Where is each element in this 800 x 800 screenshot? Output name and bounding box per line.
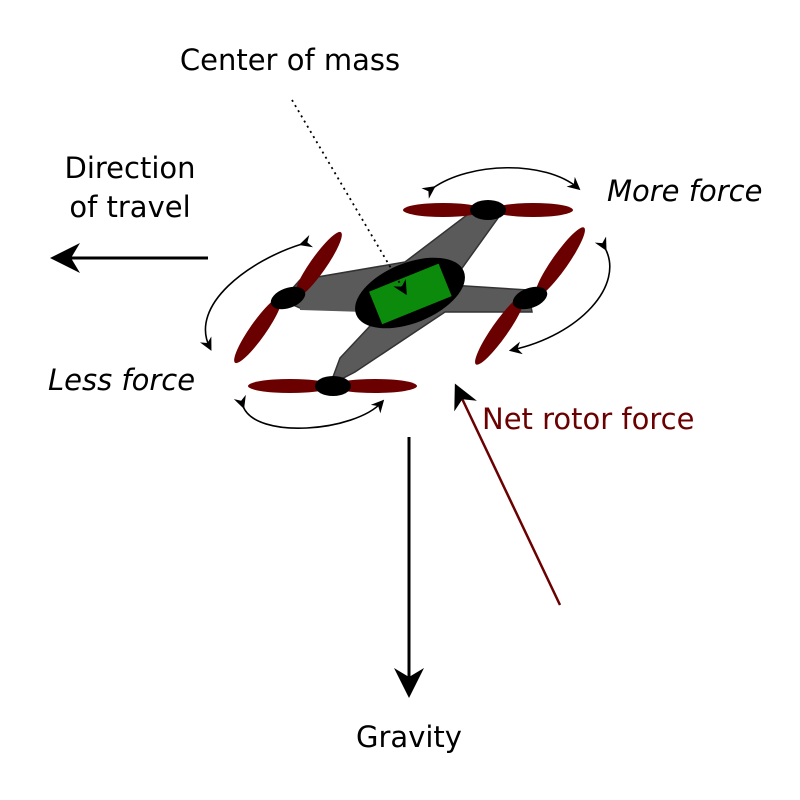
center-of-mass-pointer xyxy=(291,99,407,296)
rotation-arrow-right xyxy=(508,236,611,355)
direction-of-travel-label-line2: of travel xyxy=(69,190,190,224)
gravity-label: Gravity xyxy=(356,720,462,754)
direction-of-travel-label-line1: Direction xyxy=(64,151,195,185)
rotation-arrow-left xyxy=(199,235,314,351)
more-force-label: More force xyxy=(607,174,762,208)
rotation-arrow-top xyxy=(421,167,581,199)
center-of-mass-label: Center of mass xyxy=(180,43,400,77)
rotor-top xyxy=(403,200,573,220)
central-body xyxy=(355,257,465,329)
rotor-bottom xyxy=(248,376,417,396)
net-rotor-force-label: Net rotor force xyxy=(482,402,694,436)
less-force-label: Less force xyxy=(48,363,195,397)
rotation-arrow-bottom xyxy=(233,394,385,429)
net-rotor-force-arrow xyxy=(454,383,562,606)
